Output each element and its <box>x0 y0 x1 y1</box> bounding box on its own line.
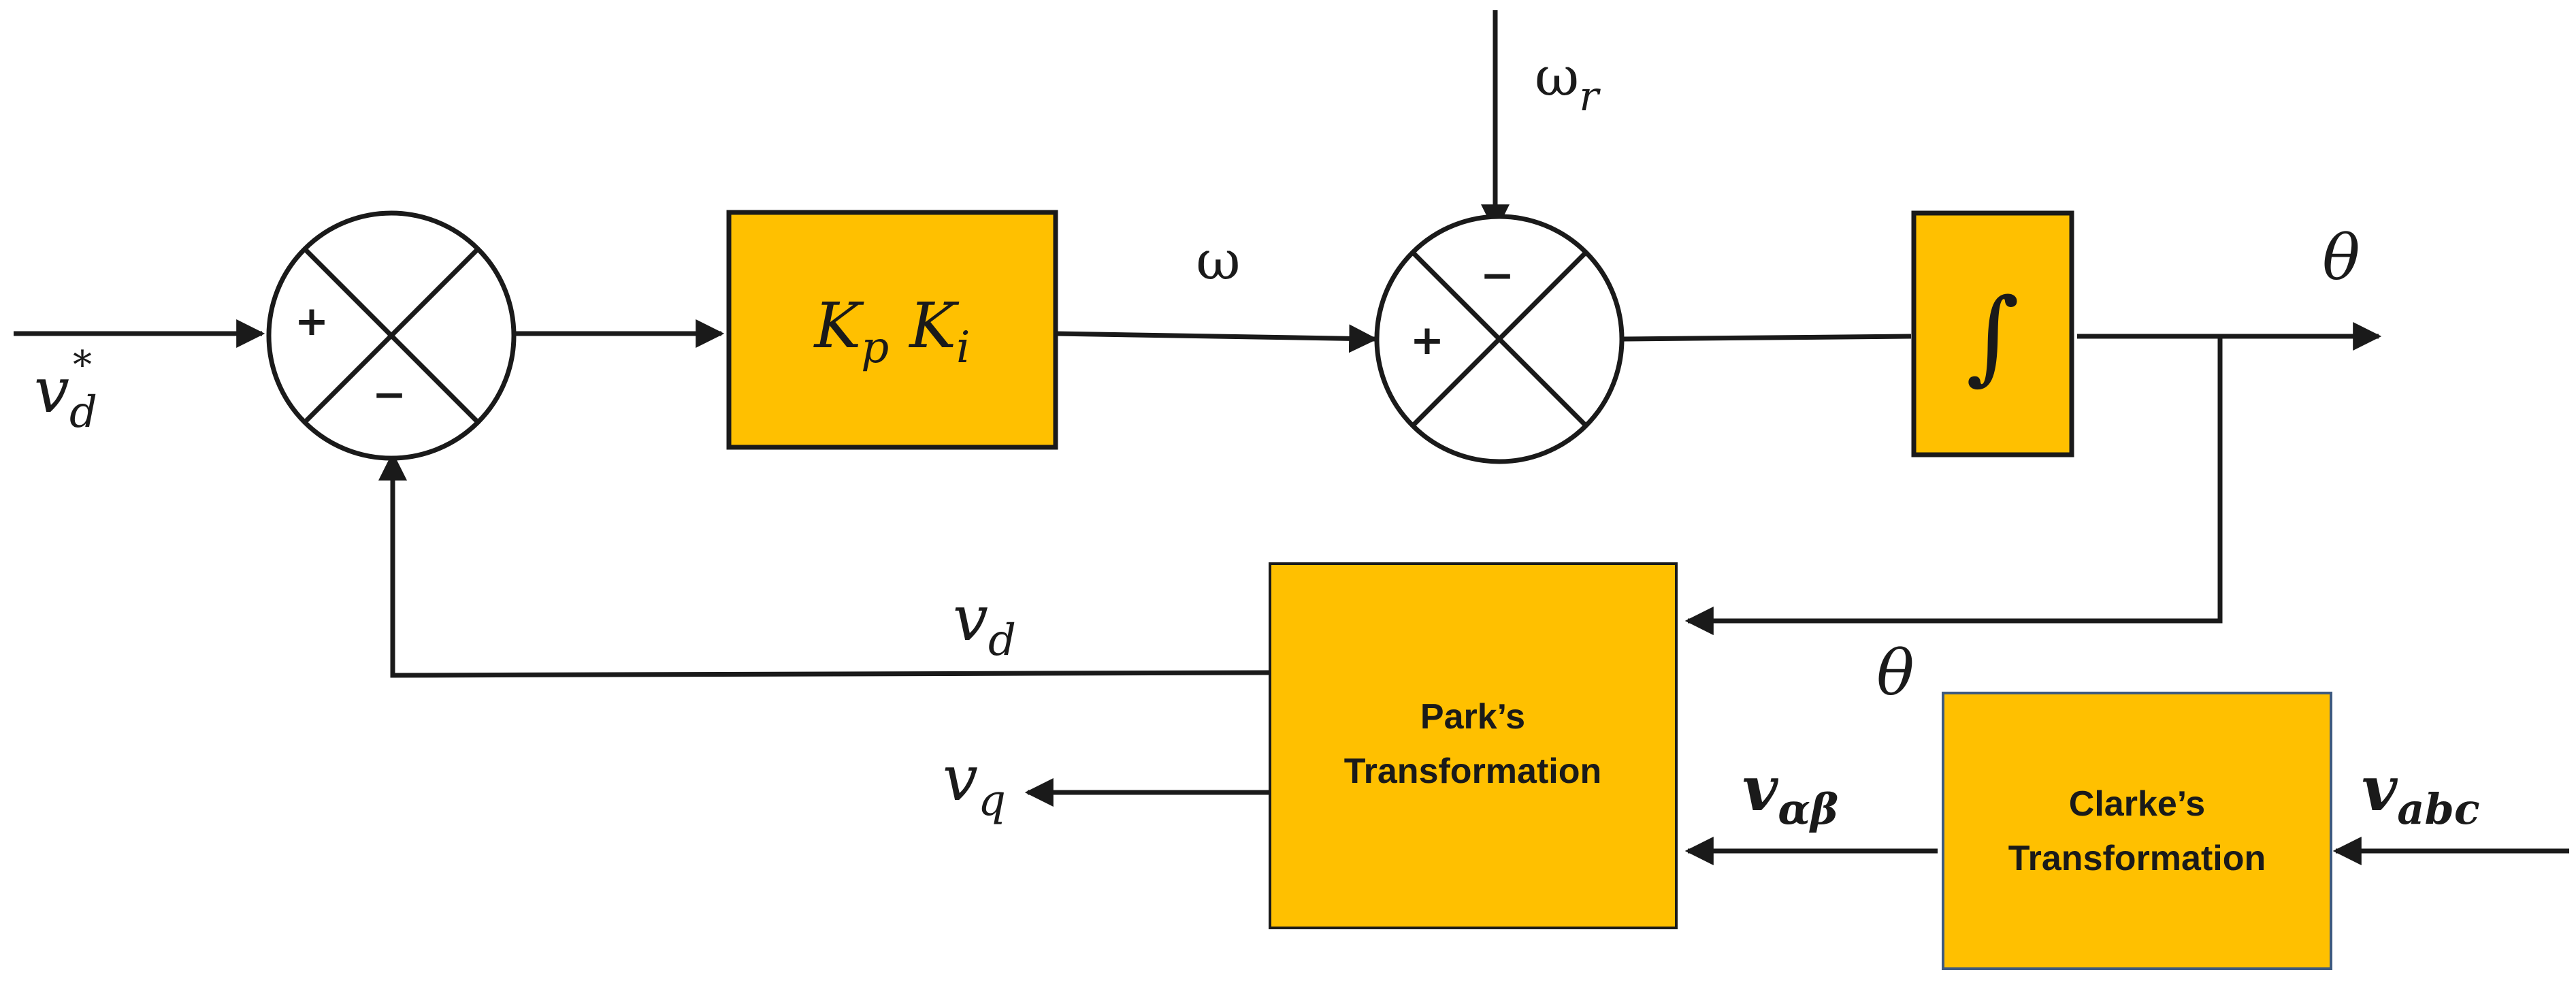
summer1-cross-b <box>303 247 480 424</box>
integrator-block: ∫ <box>1911 210 2074 457</box>
summer2-cross-b <box>1411 251 1588 428</box>
omega-label: ω <box>1196 229 1240 292</box>
summer1-plus-sign: + <box>295 297 329 345</box>
theta-feedback-label: θ <box>1876 637 1914 709</box>
park-title-line1: Park’s <box>1420 697 1525 737</box>
summer2-plus-sign: + <box>1410 317 1444 364</box>
integrator-box <box>1911 210 2074 457</box>
park-title-line2: Transformation <box>1344 752 1602 791</box>
summer2-minus-sign: − <box>1480 252 1514 300</box>
summer2-to-integrator-wire <box>1623 334 1912 342</box>
clarke-title-line1: Clarke’s <box>2069 784 2205 824</box>
integrator-symbol: ∫ <box>1966 277 2019 396</box>
vd-feedback-wire <box>378 451 1270 678</box>
park-transformation-box <box>1269 562 1678 929</box>
vabc-input-label: vabc <box>2362 753 2480 834</box>
theta-feedback-wire <box>1684 336 2223 635</box>
summing-junction-2: − + <box>1374 214 1625 464</box>
vd-star-label: vd* <box>34 343 97 438</box>
pi-to-summer2-wire <box>1054 324 1378 353</box>
clarke-transformation-box <box>1942 692 2332 970</box>
park-transformation-block: Park’s Transformation <box>1269 562 1678 929</box>
valphabeta-label: vαβ <box>1742 753 1838 834</box>
clarke-title-line2: Transformation <box>2008 839 2266 878</box>
theta-output-label: θ <box>2322 221 2360 294</box>
clarke-transformation-block: Clarke’s Transformation <box>1942 692 2332 970</box>
summer1-minus-sign: − <box>372 371 406 419</box>
vd-feedback-label: vd <box>953 582 1016 666</box>
summing-junction-1: + − <box>266 210 517 461</box>
omega-r-label: ωr <box>1535 45 1601 120</box>
vq-output-label: vq <box>943 742 1006 826</box>
pi-controller-box <box>726 210 1058 450</box>
